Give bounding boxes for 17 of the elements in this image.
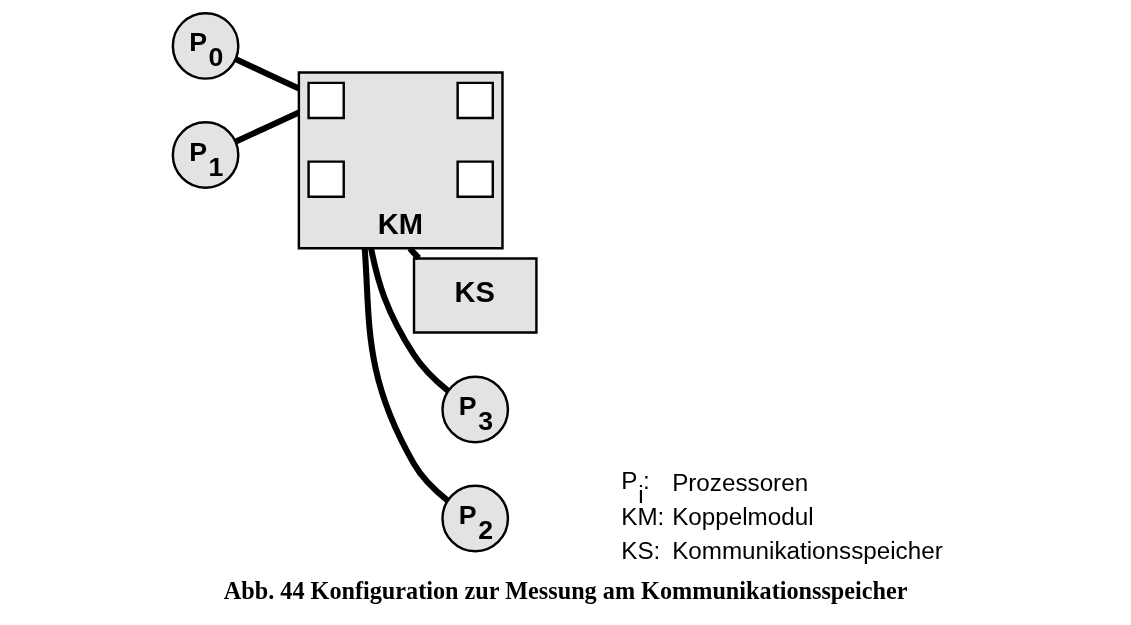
label: Kommunikationsspeicher	[672, 536, 943, 564]
label: Prozessoren	[672, 468, 809, 496]
connector	[407, 246, 421, 261]
connector	[234, 109, 301, 145]
node-box: KS	[412, 257, 538, 334]
cluster: KM	[297, 71, 504, 250]
label: KS:	[621, 536, 661, 564]
label: Koppelmodul	[672, 502, 814, 530]
node-box	[307, 160, 345, 198]
caption: Abb. 44 Konfiguration zur Messung am Kommunikationsspeicher	[223, 576, 908, 604]
connector	[361, 248, 450, 503]
node-box	[456, 160, 494, 198]
label: KM:	[621, 502, 665, 530]
node-box	[456, 81, 494, 120]
node-box	[307, 81, 345, 120]
connector	[368, 247, 450, 393]
connector	[234, 56, 301, 92]
